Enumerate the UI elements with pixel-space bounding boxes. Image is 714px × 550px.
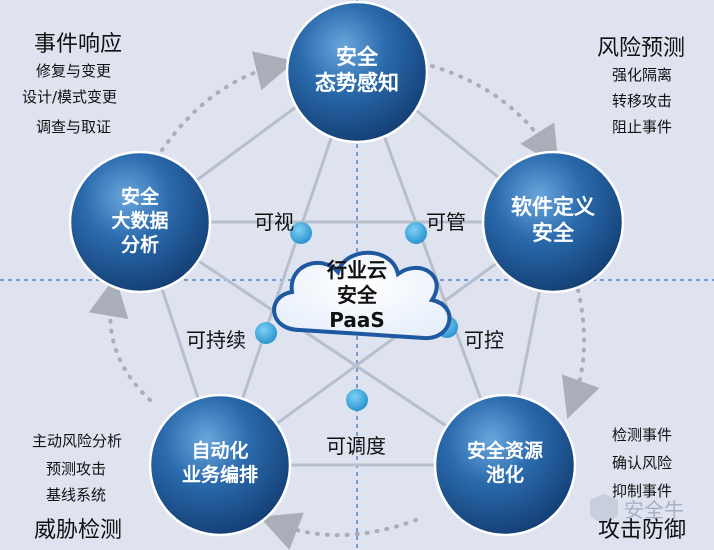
- corner-top-left-item: 修复与变更: [36, 62, 112, 80]
- node-bottom-left-label: 自动化业务编排: [181, 440, 258, 486]
- corner-top-left-item: 设计/模式变更: [22, 88, 118, 106]
- edge-label-visible: 可视: [254, 210, 294, 234]
- watermark-shield-icon: [590, 494, 618, 523]
- watermark-text: 安全牛: [624, 498, 684, 522]
- corner-top-right-item: 阻止事件: [612, 118, 673, 136]
- edge-label-manageable: 可管: [426, 210, 466, 234]
- corner-top-right-item: 转移攻击: [612, 92, 673, 110]
- node-top-label: 安全态势感知: [315, 45, 399, 96]
- node-business-orchestration: [148, 393, 292, 537]
- corner-top-left-item: 调查与取证: [36, 118, 112, 136]
- edge-label-controllable: 可控: [464, 328, 504, 352]
- central-cloud: [272, 250, 452, 341]
- corner-top-right-title: 风险预测: [597, 36, 686, 61]
- corner-top-left-title: 事件响应: [34, 32, 123, 57]
- cycle-arrows: [88, 51, 600, 550]
- node-software-defined-security: [481, 150, 625, 294]
- connector-dot-schedulable: [346, 389, 368, 411]
- nodes: [68, 0, 625, 537]
- node-right-label: 软件定义安全: [511, 195, 595, 246]
- node-left-label: 安全大数据分析: [111, 186, 169, 256]
- corner-bottom-right-item: 检测事件: [612, 426, 673, 444]
- node-big-data-analysis: [68, 150, 212, 294]
- corner-bottom-right-item: 抑制事件: [612, 482, 673, 500]
- corner-bottom-left-item: 预测攻击: [46, 460, 107, 478]
- corner-bottom-right-title: 攻击防御: [598, 518, 687, 543]
- edge-label-sustainable: 可持续: [186, 328, 246, 352]
- corner-bottom-right-item: 确认风险: [612, 454, 673, 472]
- connector-dot-visible: [290, 222, 312, 244]
- connector-dot-manageable: [405, 222, 427, 244]
- node-resource-pooling: [433, 393, 577, 537]
- corner-bottom-left-title: 威胁检测: [34, 518, 123, 543]
- connector-dot-sustainable: [255, 322, 277, 344]
- node-bottom-right-label: 安全资源池化: [466, 440, 543, 486]
- corner-bottom-left-item: 基线系统: [46, 486, 107, 504]
- edge-label-schedulable: 可调度: [326, 434, 386, 458]
- corner-bottom-left-item: 主动风险分析: [32, 432, 123, 450]
- corner-top-right-item: 强化隔离: [612, 66, 673, 84]
- node-situational-awareness: [285, 0, 429, 144]
